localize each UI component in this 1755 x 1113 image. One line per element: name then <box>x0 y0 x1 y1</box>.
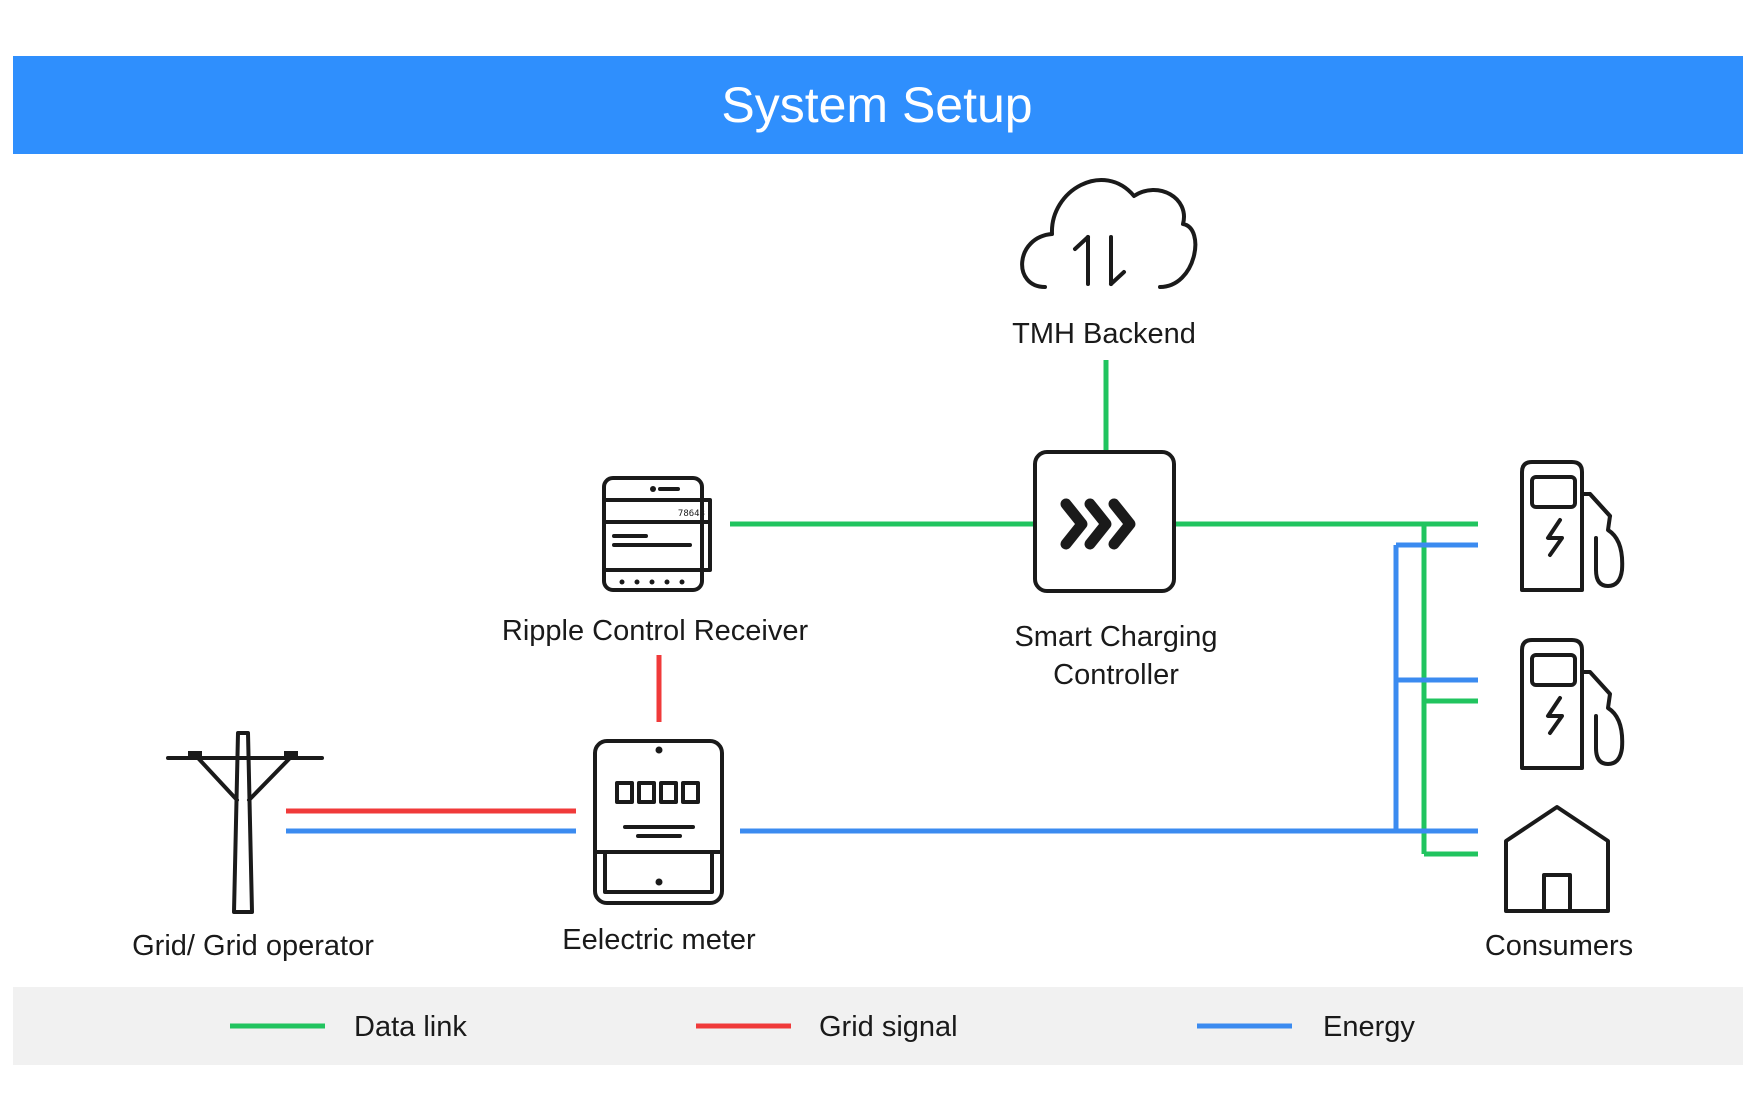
data-links <box>730 360 1478 857</box>
controller-box <box>1033 450 1176 593</box>
grid-signals <box>286 655 662 814</box>
controller-label-line2: Controller <box>1053 659 1179 691</box>
page-title: System Setup <box>721 77 1032 133</box>
legend-label-grid-signal: Grid signal <box>819 1011 958 1043</box>
tmh-backend-node: TMH Backend <box>1012 178 1198 350</box>
consumers-node: Consumers <box>1485 460 1633 962</box>
electric-meter-node: Eelectric meter <box>562 739 756 956</box>
header-bar <box>13 56 1743 154</box>
legend: Data link Grid signal Energy <box>13 987 1743 1065</box>
legend-label-data-link: Data link <box>354 1011 467 1043</box>
cloud-icon <box>1020 178 1198 289</box>
ripple-receiver-icon: 78643 <box>602 476 712 592</box>
controller-label-line1: Smart Charging <box>1014 621 1217 653</box>
grid-operator-node: Grid/ Grid operator <box>132 731 374 962</box>
power-pole-icon <box>166 731 324 914</box>
ripple-control-receiver-node: 78643 Ripple Control Receiver <box>502 476 809 647</box>
meter-label: Eelectric meter <box>562 924 756 956</box>
energy-lines <box>286 542 1478 834</box>
chevrons-icon <box>1060 498 1136 550</box>
ripple-display-number: 78643 <box>678 509 705 519</box>
backend-label: TMH Backend <box>1012 318 1196 350</box>
house-icon <box>1504 805 1610 913</box>
charging-station-icon <box>1520 460 1625 592</box>
charging-station-icon <box>1520 638 1625 770</box>
electric-meter-icon <box>593 739 724 905</box>
grid-label: Grid/ Grid operator <box>132 930 374 962</box>
ripple-label: Ripple Control Receiver <box>502 615 809 647</box>
consumers-label: Consumers <box>1485 930 1633 962</box>
smart-charging-controller-node: Smart Charging Controller <box>1014 450 1218 691</box>
legend-label-energy: Energy <box>1323 1011 1415 1043</box>
